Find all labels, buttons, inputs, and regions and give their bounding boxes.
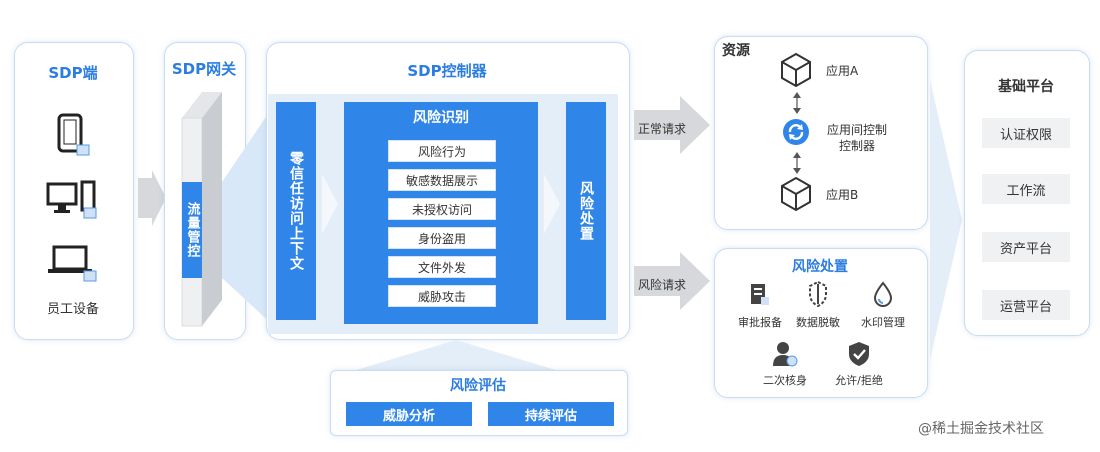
watermark-icon xyxy=(872,280,894,312)
base-platform-title: 基础平台 xyxy=(998,79,1054,95)
document-icon xyxy=(748,282,770,310)
eval-up-arrow xyxy=(356,340,556,374)
check-shield-icon xyxy=(846,340,872,372)
resources-panel xyxy=(714,36,928,230)
app-b-icon xyxy=(780,176,812,216)
platform-item: 资产平台 xyxy=(982,232,1070,262)
normal-request-label: 正常请求 xyxy=(638,122,687,136)
risk-item: 风险行为 xyxy=(388,140,496,162)
disposal-item-label: 审批报备 xyxy=(738,316,782,329)
app-a-icon xyxy=(780,52,812,92)
platform-item: 运营平台 xyxy=(982,290,1070,320)
sdp-controller-title: SDP控制器 xyxy=(407,62,487,80)
risk-identify-list: 风险行为 敏感数据展示 未授权访问 身份盗用 文件外发 威胁攻击 xyxy=(344,136,538,316)
zero-trust-context: 零信任访问上下文 xyxy=(276,102,316,320)
sdp-gateway-title: SDP网关 xyxy=(171,60,237,78)
traffic-control-label: 流量管控 xyxy=(182,182,202,278)
threat-analysis-button: 威胁分析 xyxy=(346,402,472,426)
flow-arrow xyxy=(544,174,560,238)
disposal-item-label: 水印管理 xyxy=(861,316,905,329)
disposal-item-label: 数据脱敏 xyxy=(796,316,840,329)
risk-item: 文件外发 xyxy=(388,256,496,278)
platform-item: 认证权限 xyxy=(982,118,1070,148)
link-arrow-icon xyxy=(792,152,802,178)
sdp-client-panel xyxy=(14,42,134,340)
risk-identify-title: 风险识别 xyxy=(413,110,469,126)
risk-disposal-panel xyxy=(714,248,928,398)
risk-disposal-title: 风险处置 xyxy=(792,259,848,275)
risk-handle-label: 风险处置 xyxy=(566,102,606,320)
risk-item: 敏感数据展示 xyxy=(388,169,496,191)
risk-item: 威胁攻击 xyxy=(388,285,496,307)
app-controller-icon xyxy=(782,118,810,150)
disposal-item-label: 二次核身 xyxy=(763,374,807,387)
risk-item: 未授权访问 xyxy=(388,198,496,220)
risk-request-arrow xyxy=(634,252,710,314)
link-arrow-icon xyxy=(792,92,802,118)
user-verify-icon xyxy=(772,340,798,372)
resources-title: 资源 xyxy=(722,43,750,59)
normal-request-arrow xyxy=(634,96,710,158)
risk-eval-title: 风险评估 xyxy=(450,378,506,394)
flow-arrow xyxy=(322,174,338,238)
shield-data-icon xyxy=(806,280,830,312)
app-b-label: 应用B xyxy=(826,188,859,202)
platform-item: 工作流 xyxy=(982,174,1070,204)
flow-arrow xyxy=(138,170,166,230)
sdp-client-title: SDP端 xyxy=(48,64,98,82)
flow-arrow xyxy=(930,80,962,364)
laptop-icon xyxy=(46,243,100,287)
continuous-eval-button: 持续评估 xyxy=(488,402,614,426)
risk-request-label: 风险请求 xyxy=(638,278,687,292)
disposal-item-label: 允许/拒绝 xyxy=(835,374,883,387)
phone-icon xyxy=(57,113,91,161)
risk-item: 身份盗用 xyxy=(388,227,496,249)
gateway-funnel xyxy=(222,92,276,342)
desktop-icon xyxy=(46,180,100,224)
app-a-label: 应用A xyxy=(826,64,859,78)
base-platform-list: 认证权限 工作流 资产平台 运营平台 xyxy=(964,110,1088,330)
app-controller-label: 应用间控制控制器 xyxy=(826,123,887,153)
watermark: @稀土掘金技术社区 xyxy=(918,421,1044,437)
devices-label: 员工设备 xyxy=(46,302,99,317)
